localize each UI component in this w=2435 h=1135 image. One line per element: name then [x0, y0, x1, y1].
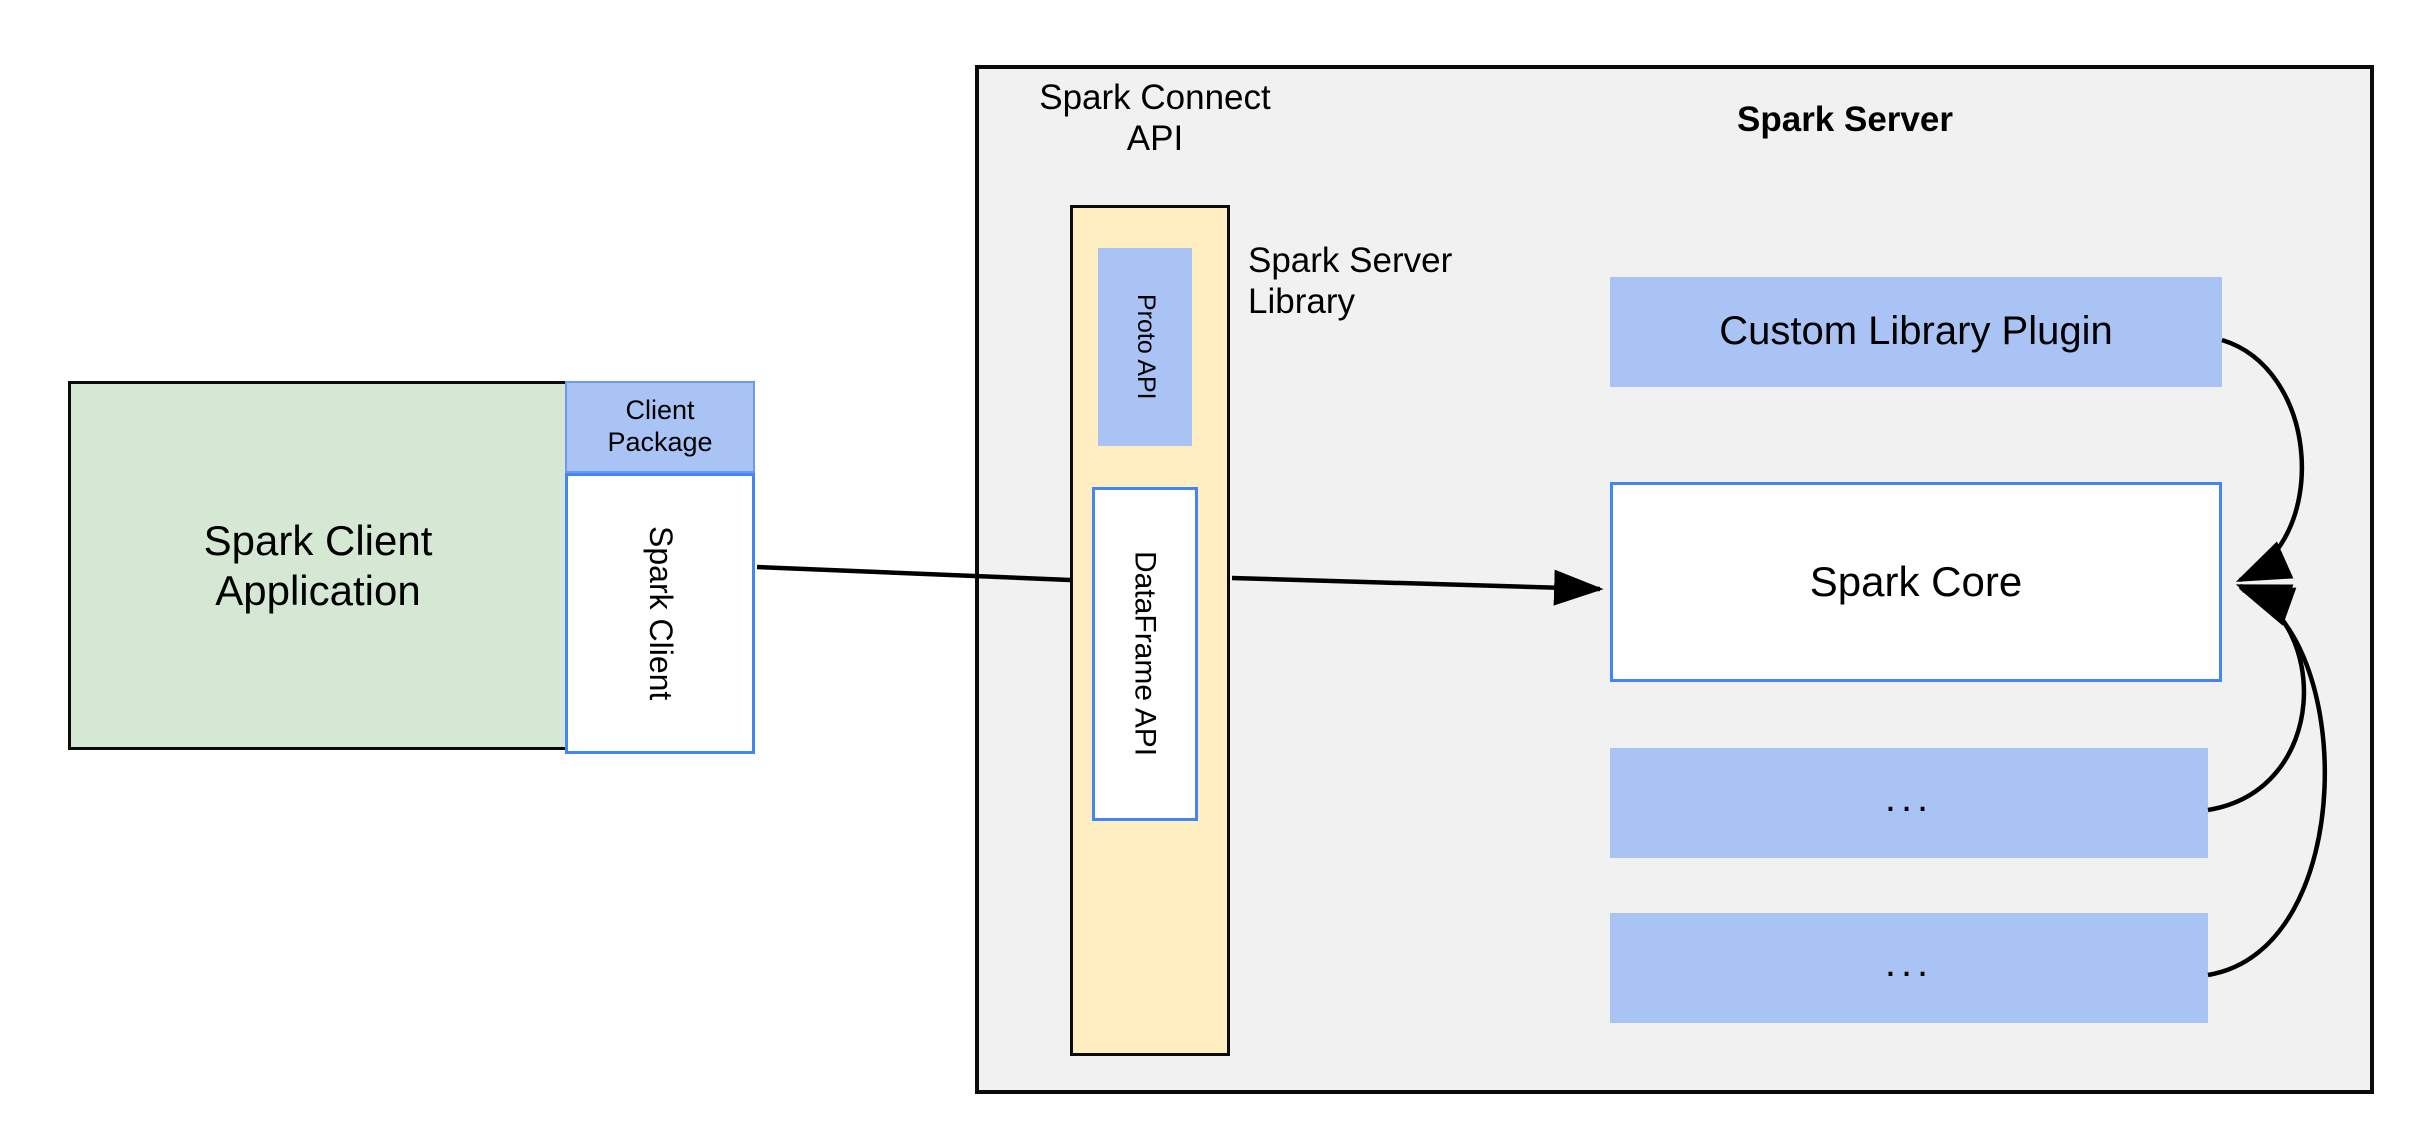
spark-server-library-label: Spark Server Library: [1248, 240, 1548, 340]
server-component-placeholder-2[interactable]: ...: [1610, 913, 2208, 1023]
ellipsis-label-2: ...: [1884, 941, 1934, 986]
proto-api-box[interactable]: Proto API: [1098, 248, 1192, 446]
dataframe-api-box[interactable]: DataFrame API: [1092, 487, 1198, 821]
client-app-line1: Spark Client: [203, 516, 433, 564]
spark-core-label: Spark Core: [1809, 558, 2023, 606]
client-package-line1: Client: [625, 395, 695, 426]
spark-connect-api-line1: Spark Connect: [1039, 77, 1271, 117]
spark-connect-api-label: Spark Connect API: [1010, 68, 1300, 168]
spark-client-label: Spark Client: [642, 526, 679, 701]
spark-client-box[interactable]: Spark Client: [565, 473, 755, 754]
custom-library-plugin-label: Custom Library Plugin: [1719, 309, 2113, 354]
client-package-box[interactable]: Client Package: [565, 381, 755, 473]
proto-api-label: Proto API: [1131, 294, 1160, 400]
spark-client-application-box[interactable]: Spark Client Application: [68, 381, 568, 750]
ellipsis-label-1: ...: [1884, 776, 1934, 821]
spark-server-title: Spark Server: [1737, 100, 1953, 140]
spark-connect-api-line2: API: [1126, 119, 1184, 158]
spark-server-library-line2: Library: [1248, 282, 1355, 322]
spark-server-library-line1: Spark Server: [1248, 241, 1453, 280]
custom-library-plugin-box[interactable]: Custom Library Plugin: [1610, 277, 2222, 387]
server-component-placeholder-1[interactable]: ...: [1610, 748, 2208, 858]
dataframe-api-label: DataFrame API: [1128, 551, 1162, 757]
client-package-line2: Package: [607, 427, 713, 457]
client-app-line2: Application: [215, 566, 421, 614]
spark-core-box[interactable]: Spark Core: [1610, 482, 2222, 682]
